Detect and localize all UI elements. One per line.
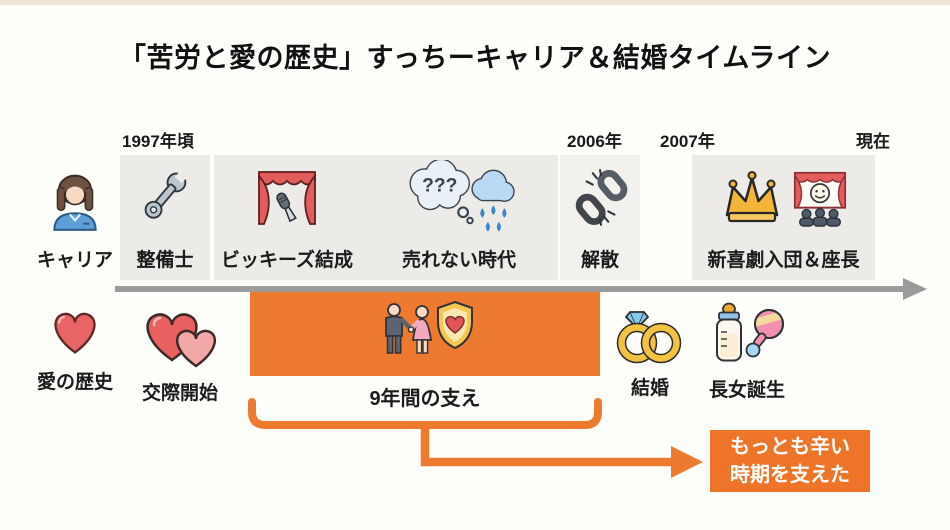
callout-line1: もっとも辛い [730,436,850,458]
broken-chain-icon [569,155,631,241]
callout-box: もっとも辛い 時期を支えた [710,430,870,492]
year-label-2007: 2007年 [660,132,715,151]
career-row-label-text: キャリア [36,250,113,271]
baby-bottle-rattle-icon [701,301,793,372]
career-item-breakup: 解散 [560,155,640,280]
couple-shield-icon [374,300,476,369]
year-label-1997: 1997年頃 [122,132,194,151]
career-row-label: キャリア [28,170,122,272]
love-row-label: 愛の歴史 [28,302,122,394]
year-label-2006: 2006年 [567,132,622,151]
love-item-marriage: 結婚 [608,303,692,400]
career-item-shinkigeki: 新喜劇入団＆座長 [692,155,875,280]
career-block-middle: ビッキーズ結成 ??? [214,155,558,280]
woman-avatar-icon [42,170,108,241]
two-hearts-icon [138,302,222,375]
page-title: 「苦労と愛の歴史」すっちーキャリア＆結婚タイムライン [118,43,832,73]
career-item-label: 売れない時代 [401,250,516,271]
love-item-daughter-born: 長女誕生 [698,301,796,402]
love-item-label: 長女誕生 [708,380,785,401]
career-item-label: 整備士 [136,250,194,271]
callout-line2: 時期を支えた [730,464,850,486]
wrench-icon [135,155,195,241]
career-item-label: 解散 [580,250,619,271]
love-item-dating-start: 交際開始 [133,302,227,405]
timeline-axis [115,286,907,292]
love-row-label-text: 愛の歴史 [36,372,113,393]
heart-icon [45,302,105,363]
callout-arrowhead-icon [671,446,703,478]
timeline-arrowhead-icon [903,278,927,300]
year-label-present: 現在 [856,132,890,151]
question-cloud-rain-icon: ??? [401,155,517,241]
love-item-label: 交際開始 [141,383,218,404]
support-bracket-arrow [248,398,703,478]
stage-curtain-mic-icon [255,155,319,241]
top-border-strip [0,0,950,5]
career-item-label: 新喜劇入団＆座長 [707,250,860,271]
career-item-label: ビッキーズ結成 [220,250,354,271]
career-item-unsold-era: ??? [360,155,558,280]
support-period-label: 9年間の支え [369,388,481,410]
support-period-bar [250,292,600,376]
career-item-duo-formed: ビッキーズ結成 [214,155,360,280]
wedding-rings-icon [615,303,685,370]
svg-text:???: ??? [422,175,457,196]
love-item-label: 結婚 [630,378,669,399]
career-item-mechanic: 整備士 [120,155,210,280]
crown-theater-icon [720,155,848,241]
